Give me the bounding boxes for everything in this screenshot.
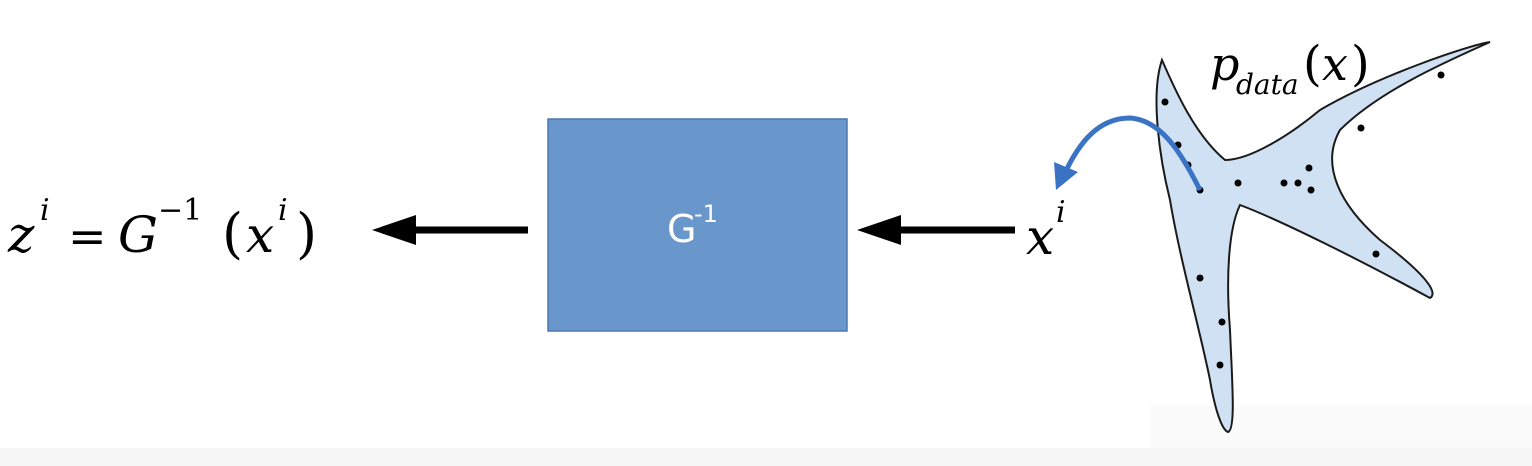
data-point: [1305, 164, 1313, 172]
output-z: z: [7, 206, 35, 264]
data-point: [1234, 179, 1242, 187]
data-point: [1196, 274, 1204, 282]
data-point: [1161, 98, 1169, 106]
output-G-sup: −1: [158, 193, 202, 228]
data-point: [1218, 318, 1226, 326]
sample-arrow: [1061, 115, 1203, 192]
bottom-strip: [0, 448, 1532, 466]
output-close-paren: ): [296, 202, 317, 265]
data-distribution-shape: [1155, 41, 1491, 434]
sample-arrow-head: [1054, 162, 1078, 190]
output-equals: =: [68, 209, 107, 263]
data-point: [1372, 250, 1380, 258]
output-G: G: [118, 206, 158, 264]
data-point: [1357, 124, 1365, 132]
output-z-sup: i: [40, 193, 50, 228]
corner-patch: [1150, 405, 1532, 448]
box-label-sup: -1: [694, 200, 718, 228]
distribution-label-open-paren: (: [1303, 36, 1322, 92]
distribution-label-sub: data: [1236, 68, 1299, 101]
output-arrow: [372, 215, 528, 245]
output-x-sup: i: [278, 193, 288, 228]
data-point: [1280, 179, 1288, 187]
data-point: [1437, 71, 1445, 79]
distribution-label-p: p: [1210, 37, 1239, 91]
distribution-label-close-paren: ): [1351, 36, 1370, 92]
data-point: [1216, 361, 1224, 369]
input-arrow: [857, 215, 1015, 245]
input-x-sup: i: [1056, 195, 1066, 230]
inverse-generator-box: [547, 118, 848, 332]
box-label: G: [667, 207, 696, 251]
distribution-label-x: x: [1322, 37, 1348, 91]
data-point: [1307, 186, 1315, 194]
data-point: [1294, 179, 1302, 187]
output-open-paren: (: [222, 202, 243, 265]
output-x: x: [246, 206, 274, 264]
input-x: x: [1026, 208, 1054, 266]
